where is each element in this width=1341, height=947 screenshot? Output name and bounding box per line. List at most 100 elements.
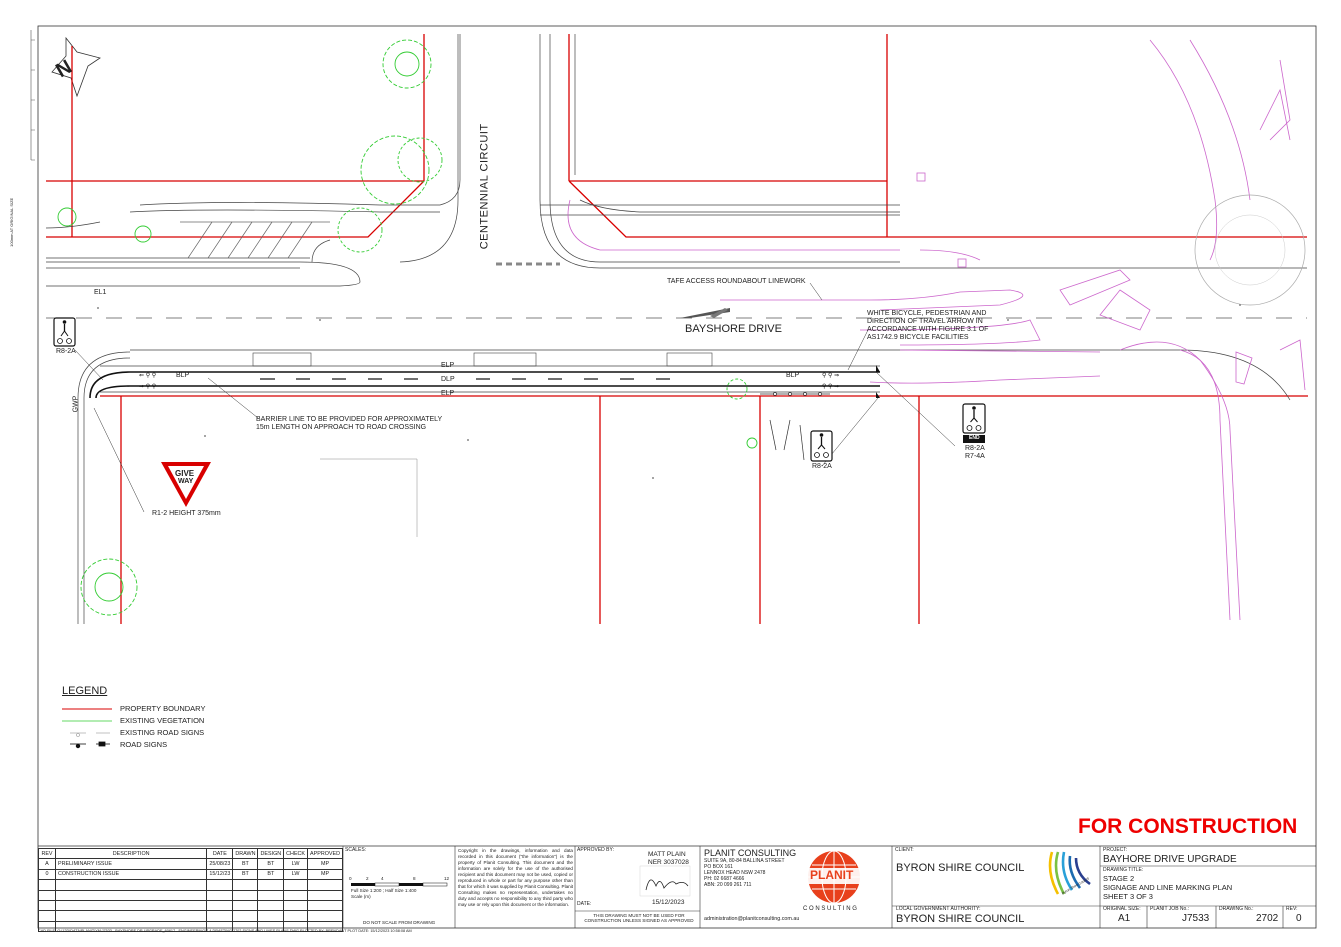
lga-label: LOCAL GOVERNMENT AUTHORITY: xyxy=(896,906,981,912)
company-name: PLANIT CONSULTING xyxy=(704,848,797,858)
el1-label: EL1 xyxy=(94,289,107,296)
r8-2a-left-label: R8-2A xyxy=(56,348,76,355)
do-not-scale-note: DO NOT SCALE FROM DRAWING xyxy=(363,920,436,925)
scale-tick-2: 2 xyxy=(366,876,369,881)
scale-line-1: Full Size 1:200 ; Half Size 1:400 xyxy=(351,888,417,893)
existing-vegetation xyxy=(57,39,758,616)
sheet-border xyxy=(37,25,1317,929)
legend-item-road-signs: ROAD SIGNS xyxy=(120,740,168,749)
drawing-title-line-1: STAGE 2 xyxy=(1103,874,1135,883)
side-ruler-label: 100mm AT ORIGINAL SIZE xyxy=(9,197,15,247)
parking-bays xyxy=(180,221,330,259)
tafe-linework-label: TAFE ACCESS ROUNDABOUT LINEWORK xyxy=(667,278,806,285)
svg-text:⇐ ⚲ ⚲: ⇐ ⚲ ⚲ xyxy=(139,372,156,379)
company-address-1: SUITE 9A, 80-84 BALLINA STREET xyxy=(704,858,785,864)
drawing-title-line-2: SIGNAGE AND LINE MARKING PLAN xyxy=(1103,883,1233,892)
gwp-label: GWP xyxy=(72,395,80,413)
project-name: BAYHORE DRIVE UPGRADE xyxy=(1103,854,1237,865)
client-name: BYRON SHIRE COUNCIL xyxy=(896,862,1025,874)
give-way-sign-icon xyxy=(161,462,211,507)
drawing-title-line-3: SHEET 3 OF 3 xyxy=(1103,892,1153,901)
legend-item-existing-vegetation: EXISTING VEGETATION xyxy=(120,716,205,725)
original-size-label: ORIGINAL SIZE: xyxy=(1103,906,1141,912)
r8-2a-left-sign-icon xyxy=(53,317,76,347)
r8-2a-r7-4a-sign-icon xyxy=(962,403,986,443)
dlp-label: DLP xyxy=(441,376,455,383)
legend-item-property-boundary: PROPERTY BOUNDARY xyxy=(120,704,206,713)
planit-logo-icon xyxy=(805,850,863,904)
scales-label: SCALES: xyxy=(345,847,367,853)
give-way-text-1: GIVE xyxy=(175,469,195,478)
centennial-circuit-label: CENTENNIAL CIRCUIT xyxy=(478,123,491,250)
date-label: DATE: xyxy=(577,901,592,907)
title-block-grid xyxy=(342,846,1316,928)
end-sign-text: END xyxy=(969,435,980,441)
original-size: A1 xyxy=(1118,913,1131,924)
roundabout-linework xyxy=(567,39,1306,621)
bicycle-lane-lines xyxy=(89,371,880,399)
project-label: PROJECT: xyxy=(1103,847,1128,853)
blp-right-label: BLP xyxy=(786,372,800,379)
legend-symbols xyxy=(62,708,112,749)
property-boundary-lines xyxy=(46,34,1308,624)
approval-note: THIS DRAWING MUST NOT BE USED FOR CONSTR… xyxy=(584,913,694,924)
company-address-2: PO BOX 161 xyxy=(704,864,733,870)
give-way-text-2: WAY xyxy=(178,478,194,485)
scale-bar xyxy=(351,882,448,887)
barrier-line-note: BARRIER LINE TO BE PROVIDED FOR APPROXIM… xyxy=(256,416,443,432)
road-linework xyxy=(45,34,1307,624)
approver-name: MATT PLAIN xyxy=(648,851,686,858)
drawing-no-label: DRAWING No.: xyxy=(1219,906,1254,912)
r8-2a-right-label: R8-2A xyxy=(965,445,985,452)
copyright-notice: Copyright in the drawings, information a… xyxy=(458,848,573,907)
planit-logo-word: PLANIT xyxy=(810,868,854,882)
approver-ner: NER 3037028 xyxy=(648,859,689,866)
r1-2-label: R1-2 HEIGHT 375mm xyxy=(152,510,221,517)
for-construction-stamp: FOR CONSTRUCTION xyxy=(1078,815,1298,838)
scale-tick-12: 12 xyxy=(444,876,450,881)
r7-4a-label: R7-4A xyxy=(965,453,985,460)
elp-top-label: ELP xyxy=(441,362,455,369)
scale-tick-4: 4 xyxy=(381,876,384,881)
lga-name: BYRON SHIRE COUNCIL xyxy=(896,913,1025,925)
byron-shire-logo-icon xyxy=(1048,851,1091,895)
company-address-3: LENNOX HEAD NSW 2478 xyxy=(704,870,766,876)
company-abn: ABN: 20 099 261 711 xyxy=(704,882,752,888)
r8-2a-mid-sign-icon xyxy=(810,430,833,462)
job-label: PLANIT JOB No.: xyxy=(1150,906,1190,912)
north-arrow-icon xyxy=(51,36,101,98)
roundabout-circle xyxy=(1194,194,1306,306)
svg-text:⚲ ⚲ ⇒: ⚲ ⚲ ⇒ xyxy=(822,383,839,390)
approval-date: 15/12/2023 xyxy=(652,899,685,906)
company-phone: PH: 02 6687 4666 xyxy=(704,876,745,882)
rev-value: 0 xyxy=(1296,913,1302,924)
job-number: J7533 xyxy=(1182,913,1210,924)
scale-line-2: Scale (m) xyxy=(351,894,371,899)
white-arrow-note: WHITE BICYCLE, PEDESTRIAN AND DIRECTION … xyxy=(867,310,989,342)
revision-header-row: REV DESCRIPTION DATE DRAWN DESIGN CHECK … xyxy=(38,847,343,860)
bayshore-drive-label: BAYSHORE DRIVE xyxy=(685,323,782,335)
drawing-title-label: DRAWING TITLE: xyxy=(1103,867,1144,873)
client-label: CLIENT: xyxy=(895,847,914,853)
svg-text:⇒ ⚲ ⚲: ⇒ ⚲ ⚲ xyxy=(139,383,156,390)
rev-label: REV: xyxy=(1286,906,1298,912)
svg-text:⚲ ⚲ ⇒: ⚲ ⚲ ⇒ xyxy=(822,372,839,379)
drawing-number: 2702 xyxy=(1256,913,1279,924)
legend-item-existing-road-signs: EXISTING ROAD SIGNS xyxy=(120,728,205,737)
company-email: administration@planitconsulting.com.au xyxy=(704,916,800,922)
blp-left-label: BLP xyxy=(176,372,190,379)
approval-signature xyxy=(645,879,689,891)
elp-bottom-label: ELP xyxy=(441,390,455,397)
scale-tick-8: 8 xyxy=(413,876,416,881)
cad-file-path: CAD FILE: G:\12D\DATA\PLANIT\YN\J7533 - … xyxy=(38,929,412,933)
planit-logo-sub: C O N S U L T I N G xyxy=(803,906,857,912)
revision-table: REV DESCRIPTION DATE DRAWN DESIGN CHECK … xyxy=(38,847,343,933)
approved-by-label: APPROVED BY: xyxy=(577,847,614,853)
scale-tick-0: 0 xyxy=(349,876,352,881)
legend-title: LEGEND xyxy=(62,685,108,697)
r8-2a-mid-label: R8-2A xyxy=(812,463,832,470)
bicycle-pavement-symbols: ⇐ ⚲ ⚲ ⇒ ⚲ ⚲ ⚲ ⚲ ⇒ ⚲ ⚲ ⇒ xyxy=(139,372,839,390)
